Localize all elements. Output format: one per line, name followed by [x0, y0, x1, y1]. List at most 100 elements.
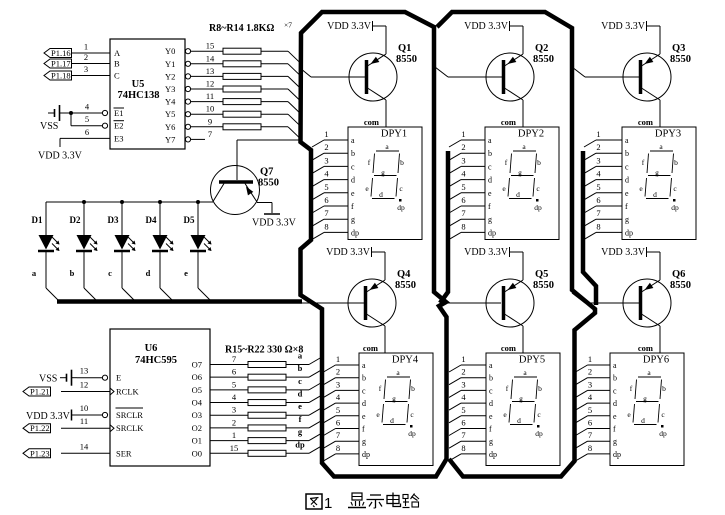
svg-text:g: g — [613, 437, 617, 446]
svg-text:2: 2 — [588, 367, 592, 377]
svg-text:3: 3 — [336, 379, 340, 389]
svg-text:E2: E2 — [114, 121, 123, 131]
svg-text:com: com — [501, 343, 516, 353]
svg-text:5: 5 — [588, 405, 592, 415]
svg-text:2: 2 — [84, 52, 88, 62]
svg-text:1: 1 — [596, 129, 600, 139]
svg-text:VSS: VSS — [39, 374, 57, 385]
svg-text:d: d — [379, 190, 383, 199]
svg-text:a: a — [522, 142, 526, 151]
svg-text:a: a — [625, 136, 629, 145]
svg-text:10: 10 — [206, 104, 215, 114]
svg-text:b: b — [674, 158, 678, 167]
svg-text:P1.18: P1.18 — [51, 71, 71, 81]
svg-text:8550: 8550 — [533, 280, 554, 291]
svg-text:g: g — [625, 215, 629, 224]
svg-text:f: f — [368, 158, 371, 167]
svg-text:a: a — [613, 361, 617, 370]
svg-text:8: 8 — [336, 443, 340, 453]
svg-text:6: 6 — [588, 418, 592, 428]
svg-text:VDD 3.3V: VDD 3.3V — [252, 218, 297, 229]
svg-text:4: 4 — [85, 102, 90, 112]
svg-text:b: b — [488, 149, 492, 158]
svg-text:Q7: Q7 — [260, 167, 273, 178]
svg-text:O3: O3 — [192, 410, 202, 420]
svg-text:com: com — [364, 117, 379, 127]
svg-text:g: g — [643, 394, 647, 403]
svg-text:7: 7 — [324, 208, 328, 218]
svg-text:a: a — [362, 361, 366, 370]
svg-text:Q1: Q1 — [398, 43, 411, 54]
svg-text:e: e — [503, 410, 507, 419]
svg-text:5: 5 — [232, 379, 236, 389]
svg-text:1: 1 — [324, 495, 332, 510]
svg-text:U5: U5 — [132, 79, 145, 90]
svg-text:c: c — [488, 162, 492, 171]
svg-text:g: g — [488, 215, 492, 224]
svg-text:4: 4 — [588, 392, 593, 402]
svg-text:2: 2 — [596, 142, 600, 152]
svg-text:5: 5 — [461, 182, 465, 192]
svg-text:b: b — [400, 158, 404, 167]
svg-text:4: 4 — [461, 392, 466, 402]
svg-text:8550: 8550 — [396, 54, 417, 65]
svg-text:f: f — [489, 425, 492, 434]
svg-text:b: b — [489, 374, 493, 383]
svg-text:c: c — [362, 386, 366, 395]
svg-text:e: e — [351, 189, 355, 198]
svg-text:10: 10 — [80, 403, 89, 413]
svg-text:8550: 8550 — [670, 280, 691, 291]
svg-text:8550: 8550 — [395, 280, 416, 291]
svg-text:dp: dp — [408, 429, 416, 438]
svg-text:dp: dp — [397, 203, 405, 212]
svg-text:a: a — [298, 351, 303, 361]
svg-text:e: e — [625, 189, 629, 198]
svg-text:O0: O0 — [192, 448, 202, 458]
svg-text:74HC138: 74HC138 — [118, 90, 160, 101]
svg-text:7: 7 — [461, 430, 465, 440]
svg-text:c: c — [625, 162, 629, 171]
svg-text:d: d — [625, 176, 629, 185]
svg-text:b: b — [537, 158, 541, 167]
svg-text:g: g — [655, 168, 659, 177]
svg-text:Q5: Q5 — [535, 269, 548, 280]
svg-text:RCLK: RCLK — [116, 387, 140, 397]
svg-text:D3: D3 — [108, 215, 119, 225]
svg-text:4: 4 — [461, 169, 466, 179]
svg-text:6: 6 — [461, 418, 465, 428]
svg-text:d: d — [489, 399, 493, 408]
svg-text:a: a — [489, 361, 493, 370]
svg-text:c: c — [661, 410, 665, 419]
svg-text:13: 13 — [206, 66, 215, 76]
svg-text:f: f — [630, 384, 633, 393]
svg-text:12: 12 — [206, 79, 215, 89]
svg-text:11: 11 — [80, 416, 88, 426]
svg-text:R8~R14 1.8KΩ: R8~R14 1.8KΩ — [209, 23, 274, 34]
svg-text:a: a — [659, 142, 663, 151]
svg-text:b: b — [351, 149, 355, 158]
svg-text:8550: 8550 — [533, 54, 554, 65]
svg-text:6: 6 — [324, 195, 328, 205]
svg-text:2: 2 — [336, 367, 340, 377]
svg-text:Q3: Q3 — [672, 43, 685, 54]
svg-text:O2: O2 — [192, 423, 202, 433]
svg-text:VDD 3.3V: VDD 3.3V — [327, 21, 372, 32]
svg-text:c: c — [351, 162, 355, 171]
svg-text:d: d — [390, 416, 394, 425]
svg-text:VDD 3.3V: VDD 3.3V — [464, 21, 509, 32]
svg-text:dp: dp — [535, 429, 543, 438]
svg-text:d: d — [488, 176, 492, 185]
svg-text:b: b — [411, 384, 415, 393]
svg-text:8: 8 — [461, 221, 465, 231]
svg-text:O7: O7 — [192, 360, 202, 370]
svg-text:e: e — [298, 401, 302, 411]
svg-text:3: 3 — [232, 405, 236, 415]
svg-text:2: 2 — [232, 417, 236, 427]
svg-text:c: c — [298, 376, 302, 386]
svg-text:4: 4 — [232, 392, 237, 402]
svg-text:2: 2 — [461, 142, 465, 152]
svg-text:com: com — [638, 343, 653, 353]
svg-text:a: a — [351, 136, 355, 145]
svg-text:1: 1 — [461, 129, 465, 139]
svg-text:c: c — [489, 386, 493, 395]
